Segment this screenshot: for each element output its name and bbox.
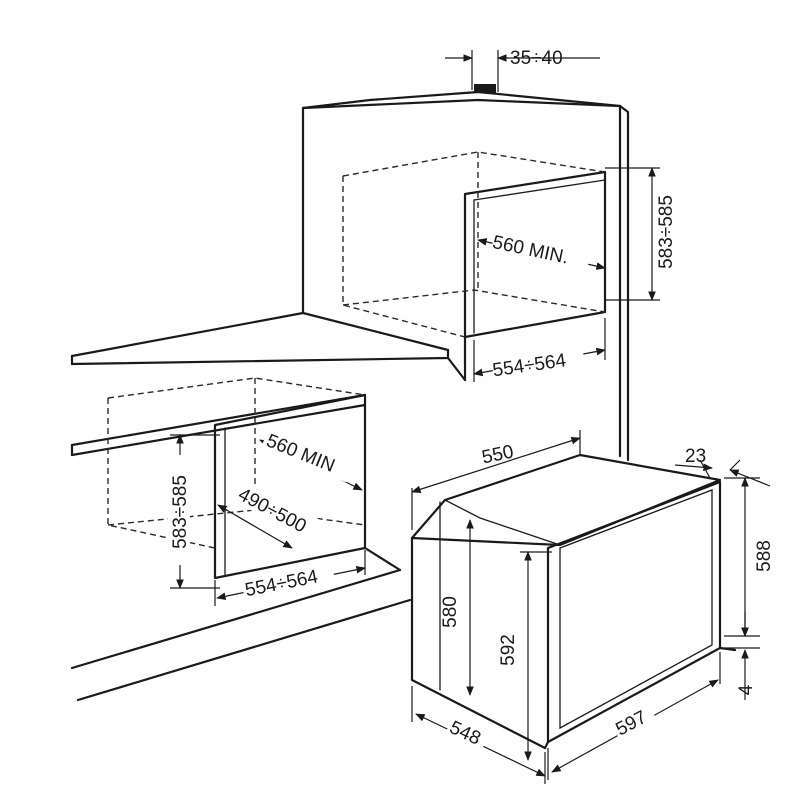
oven-height-front-label: 592 <box>498 634 519 666</box>
lower-inner-dimension: 490÷500 <box>217 478 321 549</box>
top-gap-dimension: 35÷40 <box>445 48 600 93</box>
top-gap-label: 35÷40 <box>510 48 563 69</box>
door-thickness-dimension: 23 <box>674 446 771 487</box>
upper-height-label: 583÷585 <box>656 195 677 269</box>
oven-height-side-label: 580 <box>440 596 461 628</box>
lower-height-label: 583÷585 <box>170 475 191 549</box>
oven-depth-top-label: 550 <box>480 441 515 468</box>
lower-depth-label: 560 MIN <box>263 430 337 476</box>
upper-depth-dimension: 560 MIN. <box>477 228 606 274</box>
worktop <box>70 311 467 457</box>
lower-height-dimension: 583÷585 <box>168 434 220 589</box>
bottom-gap-label: 4 <box>736 684 757 695</box>
oven-width-dimension: 597 <box>547 652 721 780</box>
oven-depth-top-dimension: 550 <box>411 430 581 530</box>
bottom-gap-dimension: 4 <box>724 612 760 700</box>
upper-width-dimension: 554÷564 <box>473 318 606 382</box>
door-height-dimension: 588 <box>724 477 775 637</box>
door-thickness-label: 23 <box>685 446 706 467</box>
oven-depth-bottom-dimension: 548 <box>411 686 546 784</box>
lower-width-dimension: 554÷564 <box>214 550 366 606</box>
upper-height-dimension: 583÷585 <box>605 167 677 301</box>
upper-width-label: 554÷564 <box>491 350 567 381</box>
column-cabinet <box>301 90 630 462</box>
oven-height-side-dimension: 580 <box>440 519 474 696</box>
lower-depth-dimension: 560 MIN <box>259 425 363 491</box>
door-height-label: 588 <box>754 540 775 572</box>
